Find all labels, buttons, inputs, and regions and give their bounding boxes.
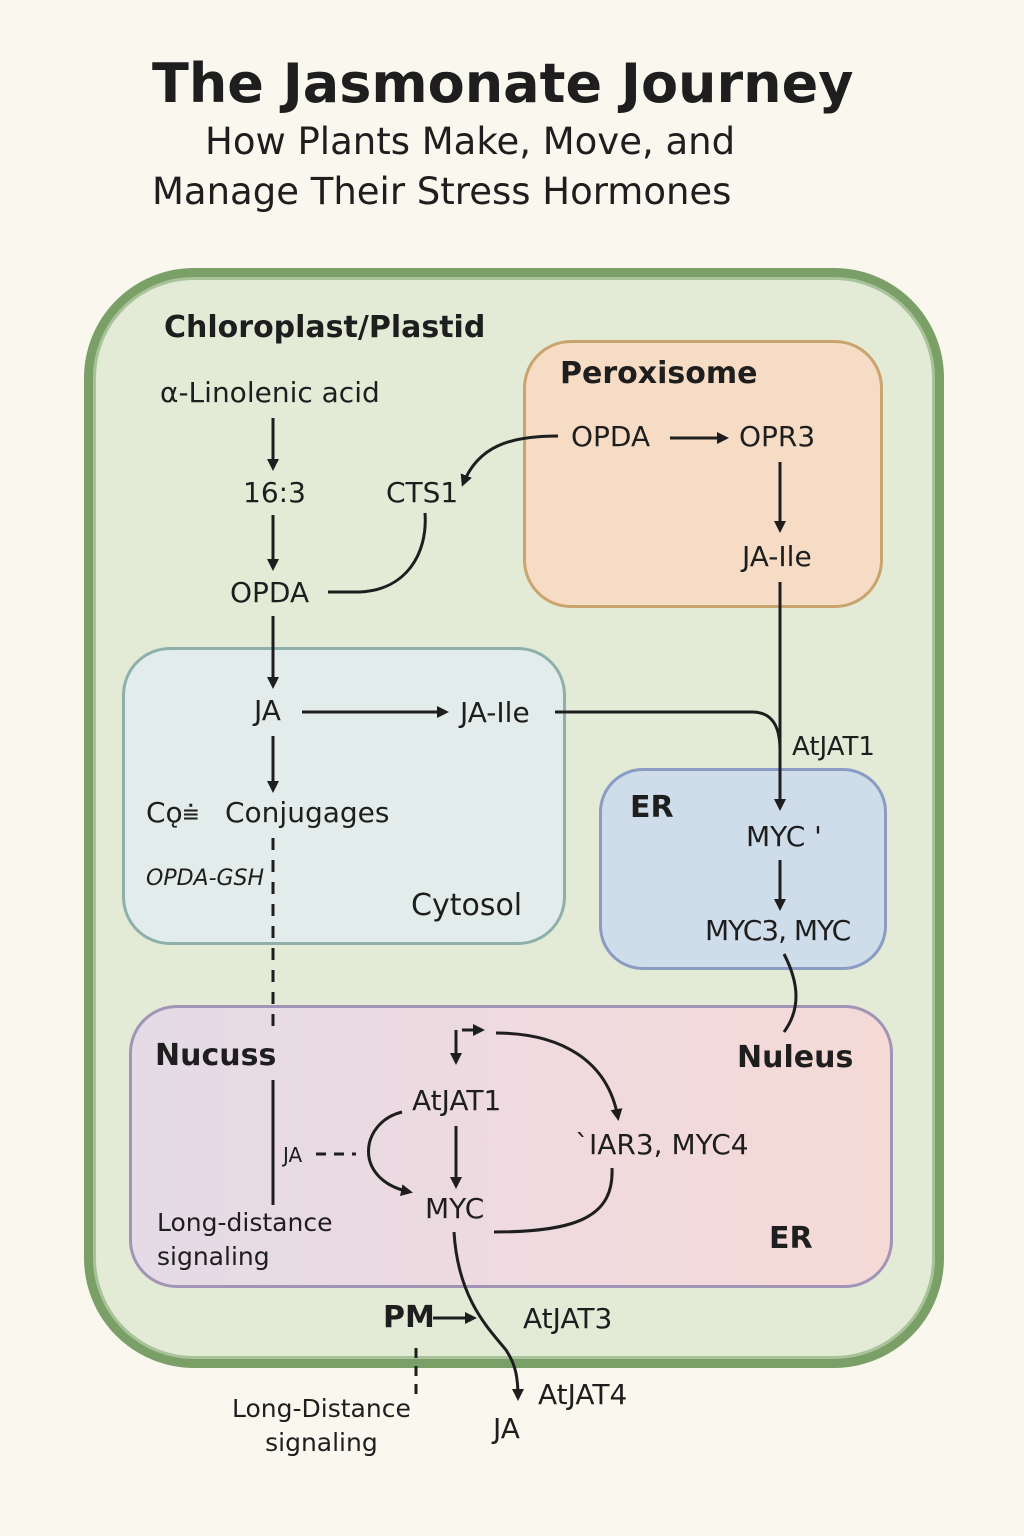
arrow-ja-to-myc-curve	[367, 1110, 413, 1197]
node-atjat1-nucleus: AtJAT1	[412, 1084, 502, 1117]
node-ja-out: JA	[493, 1412, 520, 1445]
node-opda-gsh: OPDA-GSH	[146, 866, 265, 891]
node-iar3-myc4: `IAR3, MYC4	[575, 1128, 749, 1161]
cytosol-label: Cytosol	[411, 888, 523, 923]
node-long-distance-out: Long-Distance signaling	[232, 1394, 411, 1457]
diagram-subtitle-line1: How Plants Make, Move, and	[205, 120, 736, 163]
node-atjat3: AtJAT3	[523, 1302, 613, 1335]
diagram-subtitle-line2: Manage Their Stress Hormones	[152, 170, 732, 213]
node-ja-nucleus: JA	[283, 1143, 303, 1167]
er-upper-label: ER	[630, 790, 674, 825]
arrow-opda-to-cts1	[328, 512, 427, 594]
node-opda-peroxisome: OPDA	[571, 420, 651, 453]
chloroplast-label: Chloroplast/Plastid	[164, 310, 486, 345]
node-opda-plastid: OPDA	[230, 576, 310, 609]
node-ja-ile-peroxisome: JA-Ile	[742, 540, 812, 573]
pm-label: PM	[383, 1300, 435, 1335]
node-myc-er: MYC '	[746, 820, 822, 853]
arrow-jaile-cytosol-to-er	[555, 710, 782, 751]
node-ja-ile-cytosol: JA-Ile	[460, 696, 530, 729]
nucleus-right-label: Nuleus	[737, 1040, 854, 1075]
node-conjugates-prefix: Cǫ⩧	[146, 796, 200, 829]
arrow-myc3-to-nucleus	[782, 953, 798, 1033]
node-atjat1-upper: AtJAT1	[792, 732, 875, 762]
peroxisome-compartment	[523, 340, 883, 608]
nucleus-left-label: Nucuss	[155, 1038, 277, 1073]
cytosol-compartment	[122, 647, 566, 945]
diagram-title: The Jasmonate Journey	[152, 52, 854, 115]
nucleus-compartment	[129, 1005, 893, 1288]
node-myc3-myc: MYC3, MYC	[705, 914, 851, 947]
arrow-iar3-to-myc-curve	[493, 1167, 614, 1234]
arrow-perox-opda-to-cts1	[460, 434, 559, 487]
peroxisome-label: Peroxisome	[560, 356, 758, 391]
node-atjat4: AtJAT4	[538, 1378, 628, 1411]
node-conjugates: Conjugages	[225, 796, 390, 829]
node-myc-nucleus: MYC	[425, 1192, 485, 1225]
node-linolenic-acid: α-Linolenic acid	[160, 376, 380, 409]
node-16-3: 16:3	[243, 476, 306, 509]
er-compartment	[599, 768, 887, 970]
node-ja-cytosol: JA	[254, 694, 281, 727]
node-long-distance-nucleus: Long-distance signaling	[157, 1208, 333, 1271]
node-cts1: CTS1	[386, 476, 459, 509]
arrow-myc-to-ja-out	[452, 1231, 524, 1401]
arrow-to-iar3	[495, 1031, 623, 1121]
er-lower-label: ER	[769, 1221, 813, 1256]
node-opr3: OPR3	[739, 420, 816, 453]
